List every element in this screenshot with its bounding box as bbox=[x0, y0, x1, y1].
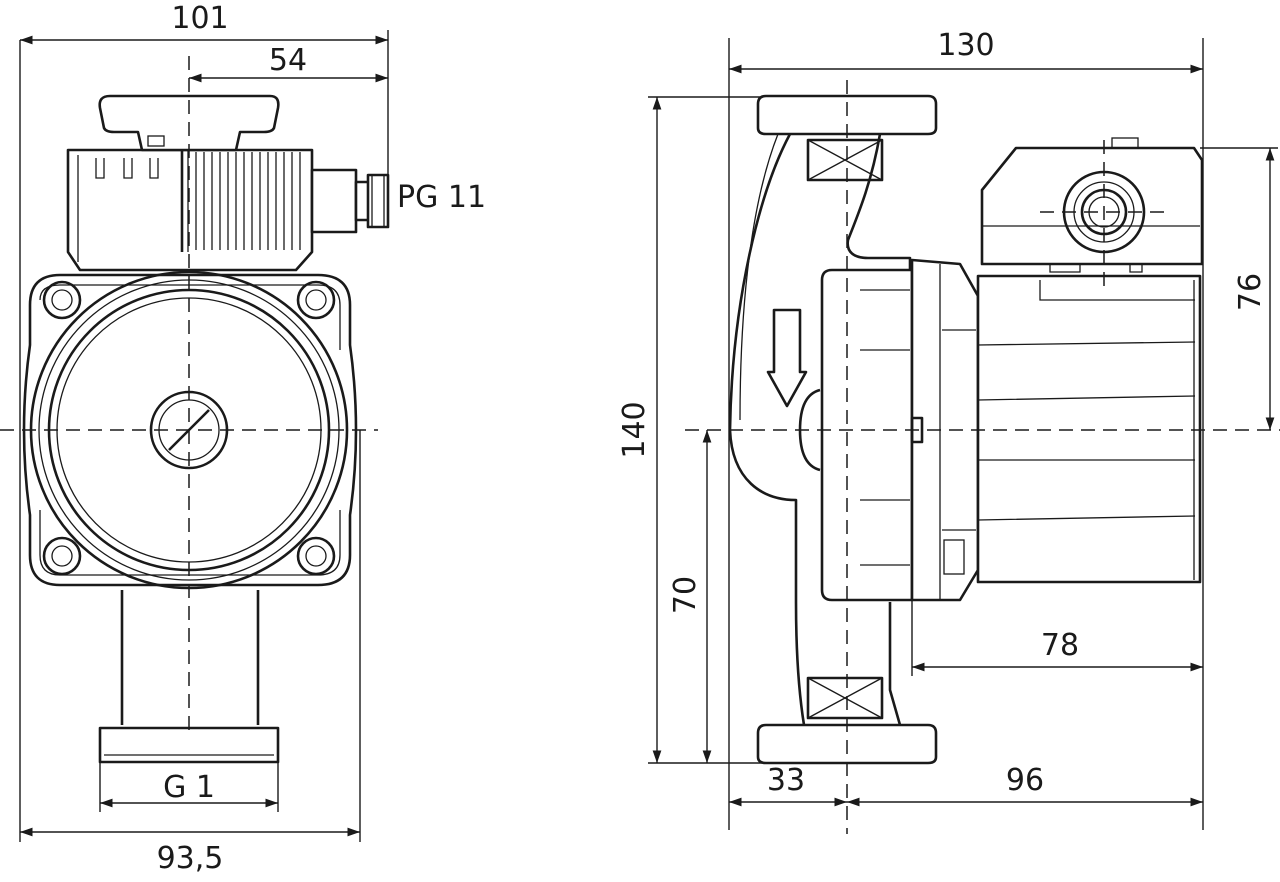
terminal-box bbox=[66, 94, 390, 272]
dim-terminal-offset: 54 bbox=[189, 43, 388, 83]
dim-center-height: 70 bbox=[668, 430, 712, 763]
housing-screw bbox=[296, 536, 336, 576]
dim-label: G 1 bbox=[163, 770, 215, 805]
terminal-box bbox=[980, 137, 1204, 273]
dim-overall-height: 140 bbox=[617, 96, 762, 764]
front-view: 101 54 PG 11 G 1 93,5 bbox=[0, 1, 486, 876]
connection-plate bbox=[798, 258, 980, 602]
dim-label: 33 bbox=[767, 763, 805, 798]
dim-label: PG 11 bbox=[397, 180, 486, 215]
pump-body bbox=[728, 133, 912, 726]
side-view: 130 140 70 76 78 33 96 bbox=[617, 28, 1280, 834]
housing-screw bbox=[42, 280, 82, 320]
dim-label: 130 bbox=[937, 28, 994, 63]
dim-overall-length: 130 bbox=[728, 28, 1204, 830]
motor-stator bbox=[976, 274, 1202, 584]
dim-label: 101 bbox=[171, 1, 228, 36]
dim-motor-height: 76 bbox=[1200, 147, 1278, 430]
dim-label: 96 bbox=[1006, 763, 1044, 798]
dim-label: 76 bbox=[1233, 273, 1268, 311]
dim-label: 140 bbox=[617, 401, 652, 458]
dim-connection-thread: G 1 bbox=[99, 762, 279, 812]
cooling-fins bbox=[195, 152, 301, 250]
cable-gland bbox=[310, 168, 390, 234]
dim-label: 70 bbox=[668, 576, 703, 614]
flow-direction-arrow bbox=[766, 308, 808, 408]
dim-motor-length: 78 bbox=[911, 600, 1203, 676]
dim-label: 78 bbox=[1041, 628, 1079, 663]
housing-screw bbox=[296, 280, 336, 320]
dim-cable-gland: PG 11 bbox=[397, 180, 486, 215]
dim-inlet-offset: 33 bbox=[729, 763, 847, 807]
dim-overall-width-top: 101 bbox=[19, 1, 389, 430]
dim-label: 54 bbox=[269, 43, 307, 78]
dim-overall-width-bottom: 93,5 bbox=[19, 430, 361, 876]
dim-outlet-offset: 96 bbox=[847, 763, 1203, 807]
housing-screw bbox=[42, 536, 82, 576]
dim-label: 93,5 bbox=[157, 841, 224, 876]
